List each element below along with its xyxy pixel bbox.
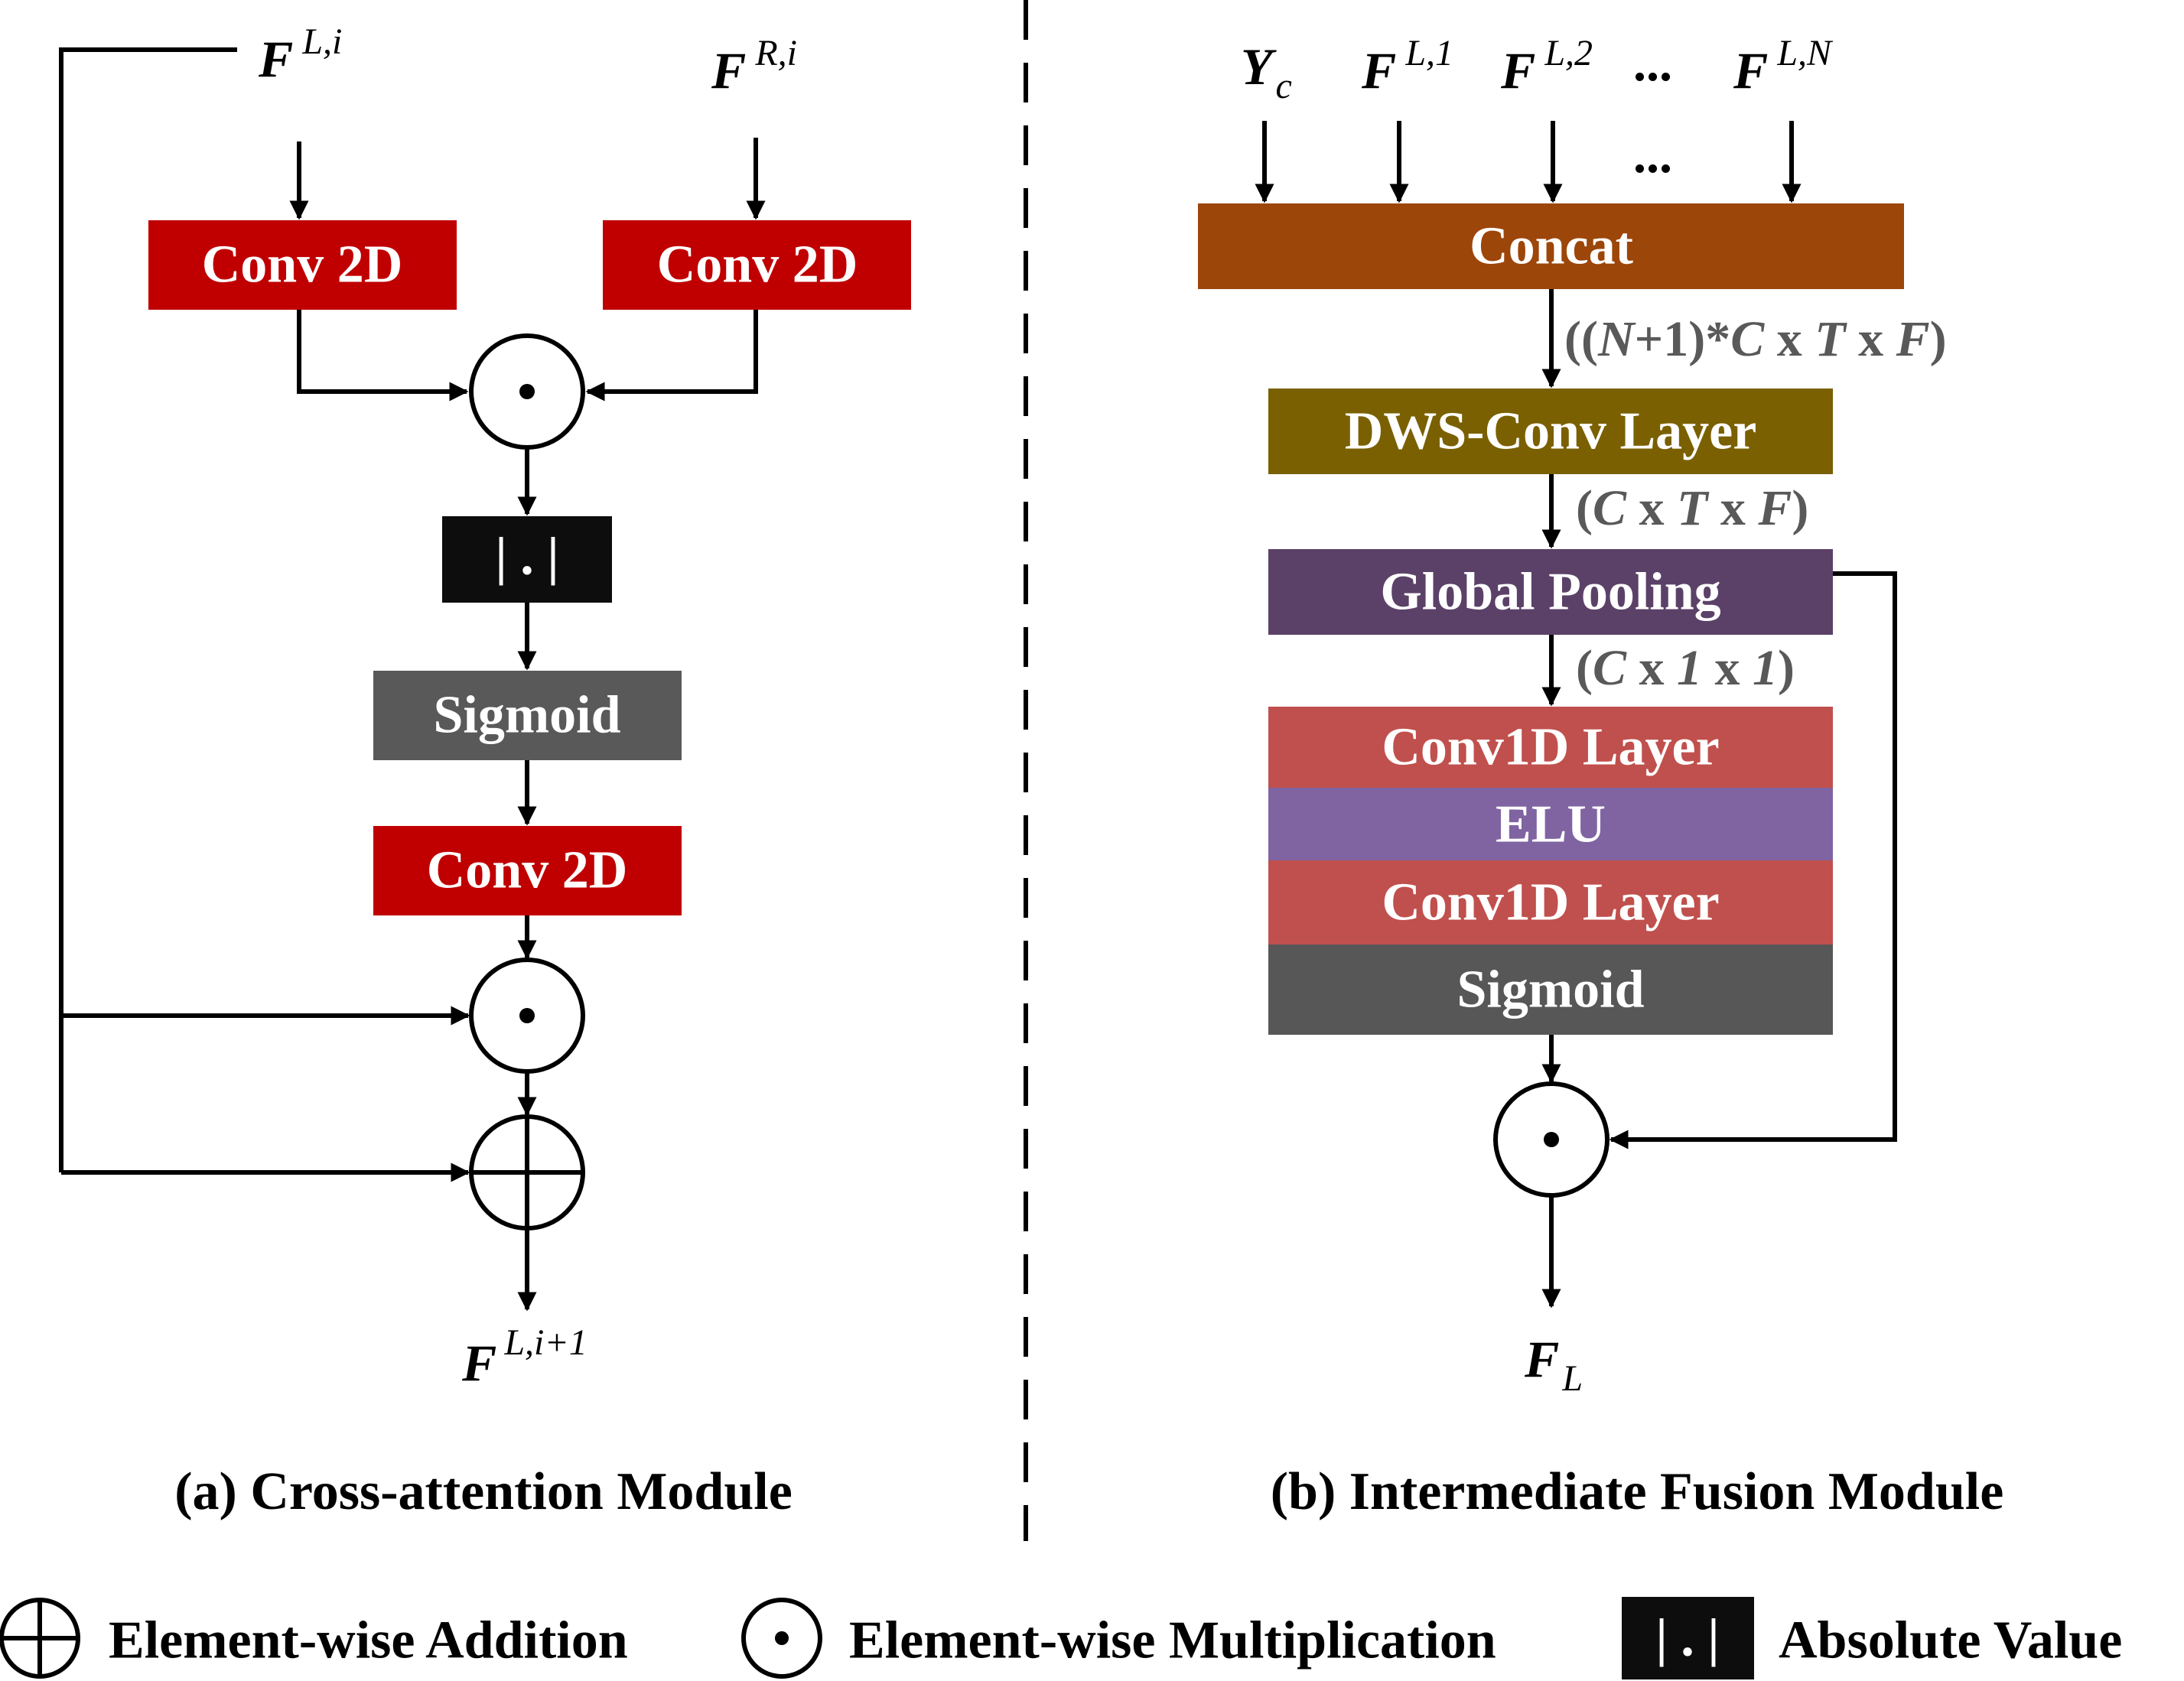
- dim-label-1: ((N+1)*C x T x F): [1564, 311, 1947, 367]
- input-yc: Yc: [1241, 37, 1292, 106]
- legend: Element-wise Addition Element-wise Multi…: [0, 1597, 2122, 1679]
- dim-label-3: (C x 1 x 1): [1576, 640, 1795, 696]
- conv2d-bottom-block: Conv 2D: [373, 826, 682, 915]
- caption-a: (a) Cross-attention Module: [174, 1462, 793, 1521]
- skip-connection: [59, 47, 237, 1172]
- legend-abs-symbol: | . |: [1655, 1609, 1719, 1668]
- legend-abs-label: Absolute Value: [1779, 1611, 2122, 1670]
- conv1d-layer-1-block: Conv1D Layer: [1268, 707, 1833, 788]
- abs-label: | . |: [495, 528, 558, 587]
- abs-block: | . |: [442, 516, 612, 603]
- elu-block: ELU: [1268, 788, 1833, 860]
- pool-skip-connection: [1609, 571, 1897, 1149]
- conv2d-right-label: Conv 2D: [657, 236, 858, 294]
- concat-label: Concat: [1470, 217, 1633, 276]
- dws-conv-label: DWS-Conv Layer: [1345, 402, 1757, 461]
- legend-add-label: Element-wise Addition: [109, 1611, 628, 1670]
- multiply-op-b: [1493, 1081, 1610, 1198]
- sigmoid-b-label: Sigmoid: [1457, 961, 1644, 1019]
- conv2d-right-block: Conv 2D: [603, 220, 911, 310]
- concat-block: Concat: [1198, 203, 1904, 289]
- legend-add-icon: [0, 1598, 80, 1679]
- sigmoid-a-block: Sigmoid: [373, 671, 682, 760]
- conv2d-bottom-label: Conv 2D: [427, 841, 628, 900]
- multiply-op-1: [469, 333, 585, 450]
- sigmoid-b-block: Sigmoid: [1268, 945, 1833, 1035]
- arrow-conv-left-to-mult: [297, 310, 469, 402]
- conv2d-left-label: Conv 2D: [202, 236, 403, 294]
- legend-abs-icon: | . |: [1622, 1597, 1754, 1679]
- sigmoid-a-label: Sigmoid: [433, 686, 620, 745]
- global-pooling-label: Global Pooling: [1380, 563, 1720, 622]
- dim-label-2: (C x T x F): [1576, 480, 1808, 536]
- conv1d-layer-2-block: Conv1D Layer: [1268, 860, 1833, 945]
- legend-mult-label: Element-wise Multiplication: [849, 1611, 1496, 1670]
- elu-label: ELU: [1496, 795, 1606, 854]
- global-pooling-block: Global Pooling: [1268, 549, 1833, 635]
- legend-mult-icon: [741, 1598, 822, 1679]
- caption-b: (b) Intermediate Fusion Module: [1271, 1462, 2004, 1521]
- add-op: [469, 1114, 585, 1231]
- multiply-op-2: [469, 958, 585, 1074]
- dws-conv-block: DWS-Conv Layer: [1268, 389, 1833, 474]
- arrow-ellipsis: ...: [1636, 125, 1675, 184]
- conv1d-layer-2-label: Conv1D Layer: [1382, 873, 1719, 932]
- conv1d-layer-1-label: Conv1D Layer: [1382, 718, 1719, 777]
- output-f-l: FL: [1524, 1330, 1583, 1399]
- input-ellipsis: ...: [1636, 34, 1675, 92]
- arrow-conv-right-to-mult: [585, 310, 758, 402]
- conv2d-left-block: Conv 2D: [148, 220, 457, 310]
